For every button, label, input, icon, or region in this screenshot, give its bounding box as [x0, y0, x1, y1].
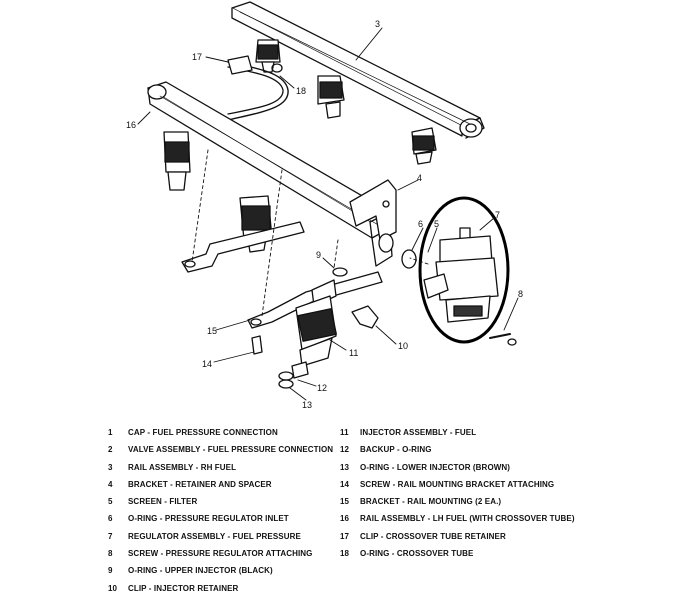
- legend-number: 5: [108, 497, 113, 507]
- legend-item: 11 INJECTOR ASSEMBLY - FUEL: [340, 424, 575, 441]
- legend-item: 8 SCREW - PRESSURE REGULATOR ATTACHING: [108, 545, 333, 562]
- legend-item: 12 BACKUP - O-RING: [340, 441, 575, 458]
- legend-number: 16: [340, 514, 350, 524]
- legend-text: O-RING - UPPER INJECTOR (BLACK): [128, 566, 273, 576]
- legend-number: 11: [340, 428, 349, 437]
- legend-column-right: 11 INJECTOR ASSEMBLY - FUEL 12 BACKUP - O-…: [340, 424, 575, 562]
- legend-item: 15 BRACKET - RAIL MOUNTING (2 EA.): [340, 493, 575, 510]
- legend-text: RAIL ASSEMBLY - RH FUEL: [128, 462, 237, 472]
- legend-text: VALVE ASSEMBLY - FUEL PRESSURE CONNECTIO…: [128, 445, 334, 455]
- pressure-regulator: [423, 227, 499, 323]
- legend-item: 1 CAP - FUEL PRESSURE CONNECTION: [108, 424, 333, 441]
- rh-fuel-rail: [231, 1, 485, 139]
- exploded-injector: [278, 267, 348, 389]
- callout-11: 11: [349, 348, 358, 358]
- legend-item: 6 O-RING - PRESSURE REGULATOR INLET: [108, 510, 333, 527]
- callout-15: 15: [207, 326, 217, 336]
- fuel-rail-diagram: 3 17 18 16 4 5 6 7 8 9 15 11 10 14 12 13: [126, 1, 523, 410]
- rh-injector-2: [317, 75, 345, 119]
- legend-number: 9: [108, 566, 113, 576]
- callout-7: 7: [495, 210, 500, 220]
- legend-number: 13: [340, 462, 350, 472]
- legend-text: O-RING - PRESSURE REGULATOR INLET: [128, 514, 289, 524]
- legend-column-left: 1 CAP - FUEL PRESSURE CONNECTION 2 VALVE A…: [108, 424, 333, 597]
- legend-text: CAP - FUEL PRESSURE CONNECTION: [128, 428, 278, 437]
- legend-number: 7: [108, 531, 113, 541]
- rh-injector-3: [411, 127, 437, 165]
- callout-9: 9: [316, 250, 321, 260]
- lh-fuel-rail: [147, 81, 393, 267]
- legend-number: 12: [340, 445, 350, 455]
- rh-injector-1: [255, 39, 281, 73]
- legend-number: 14: [340, 479, 350, 489]
- legend-text: SCREEN - FILTER: [128, 497, 198, 507]
- legend-item: 13 O-RING - LOWER INJECTOR (BROWN): [340, 459, 575, 476]
- legend-text: O-RING - CROSSOVER TUBE: [360, 549, 474, 559]
- legend-number: 18: [340, 549, 350, 559]
- legend-item: 9 O-RING - UPPER INJECTOR (BLACK): [108, 562, 333, 579]
- callout-4: 4: [417, 173, 422, 183]
- legend-item: 2 VALVE ASSEMBLY - FUEL PRESSURE CONNECTI…: [108, 441, 333, 458]
- callout-10: 10: [398, 341, 408, 351]
- lh-injector-1: [163, 131, 191, 191]
- callout-18: 18: [296, 86, 306, 96]
- legend-item: 5 SCREEN - FILTER: [108, 493, 333, 510]
- callout-17: 17: [192, 52, 202, 62]
- regulator-highlight-ring: [418, 196, 510, 344]
- callout-13: 13: [302, 400, 312, 410]
- legend-item: 7 REGULATOR ASSEMBLY - FUEL PRESSURE: [108, 528, 333, 545]
- legend-text: REGULATOR ASSEMBLY - FUEL PRESSURE: [128, 531, 301, 541]
- legend-item: 17 CLIP - CROSSOVER TUBE RETAINER: [340, 528, 575, 545]
- callout-16: 16: [126, 120, 136, 130]
- legend-item: 3 RAIL ASSEMBLY - RH FUEL: [108, 459, 333, 476]
- legend-number: 4: [108, 479, 113, 489]
- callout-14: 14: [202, 359, 212, 369]
- callout-8: 8: [518, 289, 523, 299]
- legend-text: INJECTOR ASSEMBLY - FUEL: [360, 428, 477, 437]
- legend-number: 6: [108, 514, 113, 524]
- legend-text: BRACKET - RAIL MOUNTING (2 EA.): [360, 497, 502, 507]
- legend-text: RAIL ASSEMBLY - LH FUEL (WITH CROSSOVER …: [360, 514, 575, 524]
- legend-item: 18 O-RING - CROSSOVER TUBE: [340, 545, 575, 562]
- legend-text: SCREW - PRESSURE REGULATOR ATTACHING: [128, 549, 313, 559]
- lh-injector-2: [239, 195, 273, 253]
- legend-item: 14 SCREW - RAIL MOUNTING BRACKET ATTACHIN…: [340, 476, 575, 493]
- legend-number: 10: [108, 583, 118, 593]
- legend-text: CLIP - INJECTOR RETAINER: [128, 583, 239, 593]
- legend-text: CLIP - CROSSOVER TUBE RETAINER: [360, 531, 506, 541]
- legend-number: 17: [340, 531, 350, 541]
- legend-number: 3: [108, 462, 113, 472]
- legend-number: 1: [108, 428, 113, 437]
- callout-5: 5: [434, 219, 439, 229]
- legend-number: 2: [108, 445, 113, 455]
- legend-text: BACKUP - O-RING: [360, 445, 432, 455]
- legend-item: 16 RAIL ASSEMBLY - LH FUEL (WITH CROSSOVE…: [340, 510, 575, 527]
- callout-3: 3: [375, 19, 380, 29]
- legend-number: 15: [340, 497, 350, 507]
- legend-text: BRACKET - RETAINER AND SPACER: [128, 479, 272, 489]
- callout-6: 6: [418, 219, 423, 229]
- legend-item: 4 BRACKET - RETAINER AND SPACER: [108, 476, 333, 493]
- callout-12: 12: [317, 383, 327, 393]
- legend-item: 10 CLIP - INJECTOR RETAINER: [108, 580, 333, 597]
- legend-number: 8: [108, 549, 113, 559]
- legend-text: SCREW - RAIL MOUNTING BRACKET ATTACHING: [360, 479, 555, 489]
- legend-text: O-RING - LOWER INJECTOR (BROWN): [360, 462, 511, 472]
